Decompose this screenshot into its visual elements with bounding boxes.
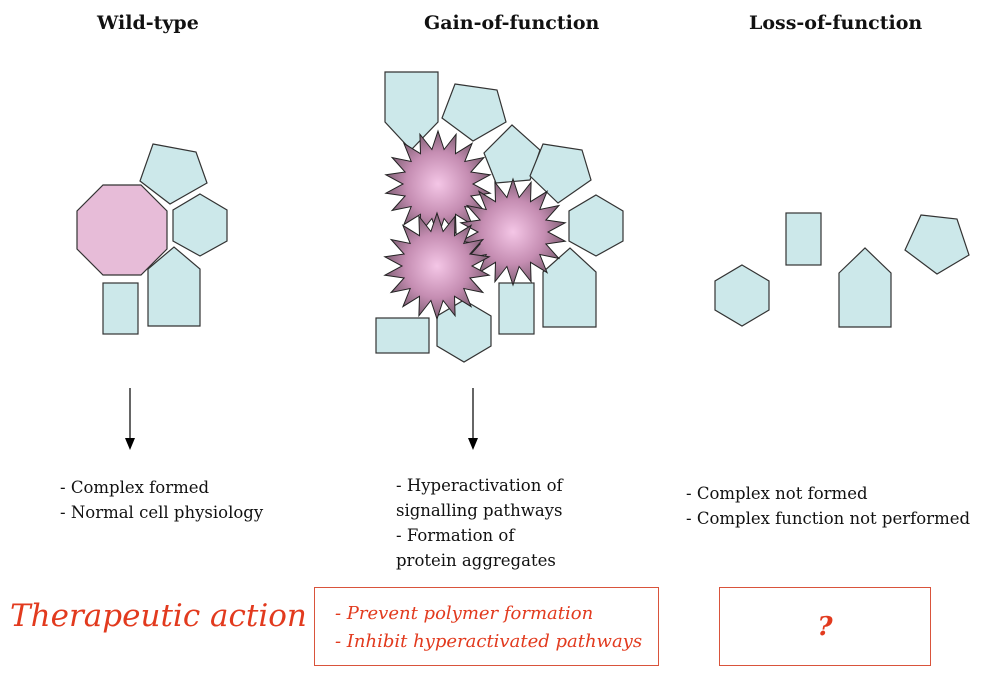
outcome-line: - Formation of	[396, 526, 515, 545]
arrow-gain-of-function	[468, 388, 478, 450]
house-subunit	[838, 247, 892, 328]
outcome-line: signalling pathways	[396, 501, 563, 520]
title-wild-type: Wild-type	[97, 12, 199, 34]
pentagon-subunit	[904, 214, 970, 275]
outcome-line: protein aggregates	[396, 551, 556, 570]
pentagon-subunit	[139, 143, 208, 205]
rectangle-subunit	[375, 317, 430, 354]
rectangle-subunit	[498, 282, 535, 335]
rectangle-subunit	[785, 212, 822, 266]
title-gain-of-function: Gain-of-function	[424, 12, 600, 34]
gain-of-function-aggregate	[375, 71, 624, 363]
star-aggregates	[383, 129, 567, 321]
pentagon-subunit	[441, 83, 507, 142]
outcome-line: - Normal cell physiology	[60, 503, 264, 522]
therapy-action-line: - Prevent polymer formation	[335, 603, 594, 624]
outcome-line: - Complex formed	[60, 478, 210, 497]
loss-of-function-outcomes: - Complex not formed - Complex function …	[686, 481, 970, 531]
therapy-action-line: - Inhibit hyperactivated pathways	[335, 631, 643, 652]
loss-therapy-box: ?	[719, 587, 931, 666]
house-subunit	[384, 71, 439, 151]
hexagon-subunit	[714, 264, 770, 327]
outcome-line: - Complex not formed	[686, 484, 868, 503]
gain-of-function-outcomes: - Hyperactivation of signalling pathways…	[396, 473, 563, 573]
star-aggregate	[383, 211, 491, 321]
hexagon-subunit	[568, 194, 624, 257]
gain-therapy-box: - Prevent polymer formation - Inhibit hy…	[314, 587, 659, 666]
pentagon-subunit	[529, 143, 592, 204]
unknown-therapy-mark: ?	[817, 611, 833, 642]
therapeutic-action-label: Therapeutic action :	[10, 598, 328, 634]
hexagon-subunit	[436, 299, 492, 363]
outcome-line: - Hyperactivation of	[396, 476, 563, 495]
octagon-protein	[76, 184, 168, 276]
title-loss-of-function: Loss-of-function	[749, 12, 923, 34]
house-subunit	[542, 247, 597, 328]
house-subunit	[147, 246, 201, 327]
wild-type-outcomes: - Complex formed - Normal cell physiolog…	[60, 475, 263, 525]
rectangle-subunit	[102, 282, 139, 335]
hexagon-subunit	[172, 193, 228, 257]
outcome-line: - Complex function not performed	[686, 509, 971, 528]
loss-of-function-subunits	[714, 212, 970, 328]
wild-type-complex	[76, 143, 228, 335]
arrow-wild-type	[125, 388, 135, 450]
